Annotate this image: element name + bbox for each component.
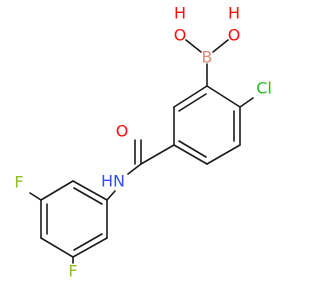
bond-ringB-1 xyxy=(72,180,108,201)
bond-N-ring xyxy=(106,190,116,201)
atom-label-B: B xyxy=(202,48,213,67)
bond-B-O-right xyxy=(212,39,229,53)
bond-B-O-left xyxy=(185,39,202,53)
bond-ringA-4-inner xyxy=(178,140,207,158)
atom-label-H-right: H xyxy=(228,4,240,23)
molecule-canvas: H O H O B Cl O N H F F xyxy=(14,4,271,281)
bond-ringB-2 xyxy=(40,180,74,201)
bond-ringA-4 xyxy=(173,144,208,165)
atom-labels: H O H O B Cl O N H F F xyxy=(14,4,271,281)
bond-ringA-6 xyxy=(173,85,208,108)
atom-label-O-right: O xyxy=(228,26,241,45)
structure-diagram: H O H O B Cl O N H F F xyxy=(14,4,271,281)
atom-label-Cl: Cl xyxy=(256,79,272,98)
bond-ring-carbonylC xyxy=(140,144,175,165)
atom-label-H-amide: H xyxy=(101,172,113,191)
bond-C-F-top xyxy=(29,192,42,201)
bond-ringB-5 xyxy=(72,237,108,258)
atom-label-F-bottom: F xyxy=(68,262,77,281)
bond-ringB-1-inner xyxy=(73,187,103,205)
atom-label-F-top: F xyxy=(14,173,23,192)
atom-label-H-left: H xyxy=(174,4,186,23)
bond-ringB-5-inner xyxy=(73,233,103,251)
bond-C-N xyxy=(127,163,142,175)
bond-C-Cl xyxy=(239,97,254,108)
atom-label-O-left: O xyxy=(174,26,187,45)
bond-ringA-3 xyxy=(206,144,241,165)
atom-label-N: N xyxy=(113,172,125,191)
bond-ringA-6-inner xyxy=(178,93,207,112)
atom-label-O-carbonyl: O xyxy=(116,122,129,141)
bonds xyxy=(29,39,254,264)
bond-ringB-4 xyxy=(40,237,74,258)
bond-ringA-1 xyxy=(206,85,241,108)
